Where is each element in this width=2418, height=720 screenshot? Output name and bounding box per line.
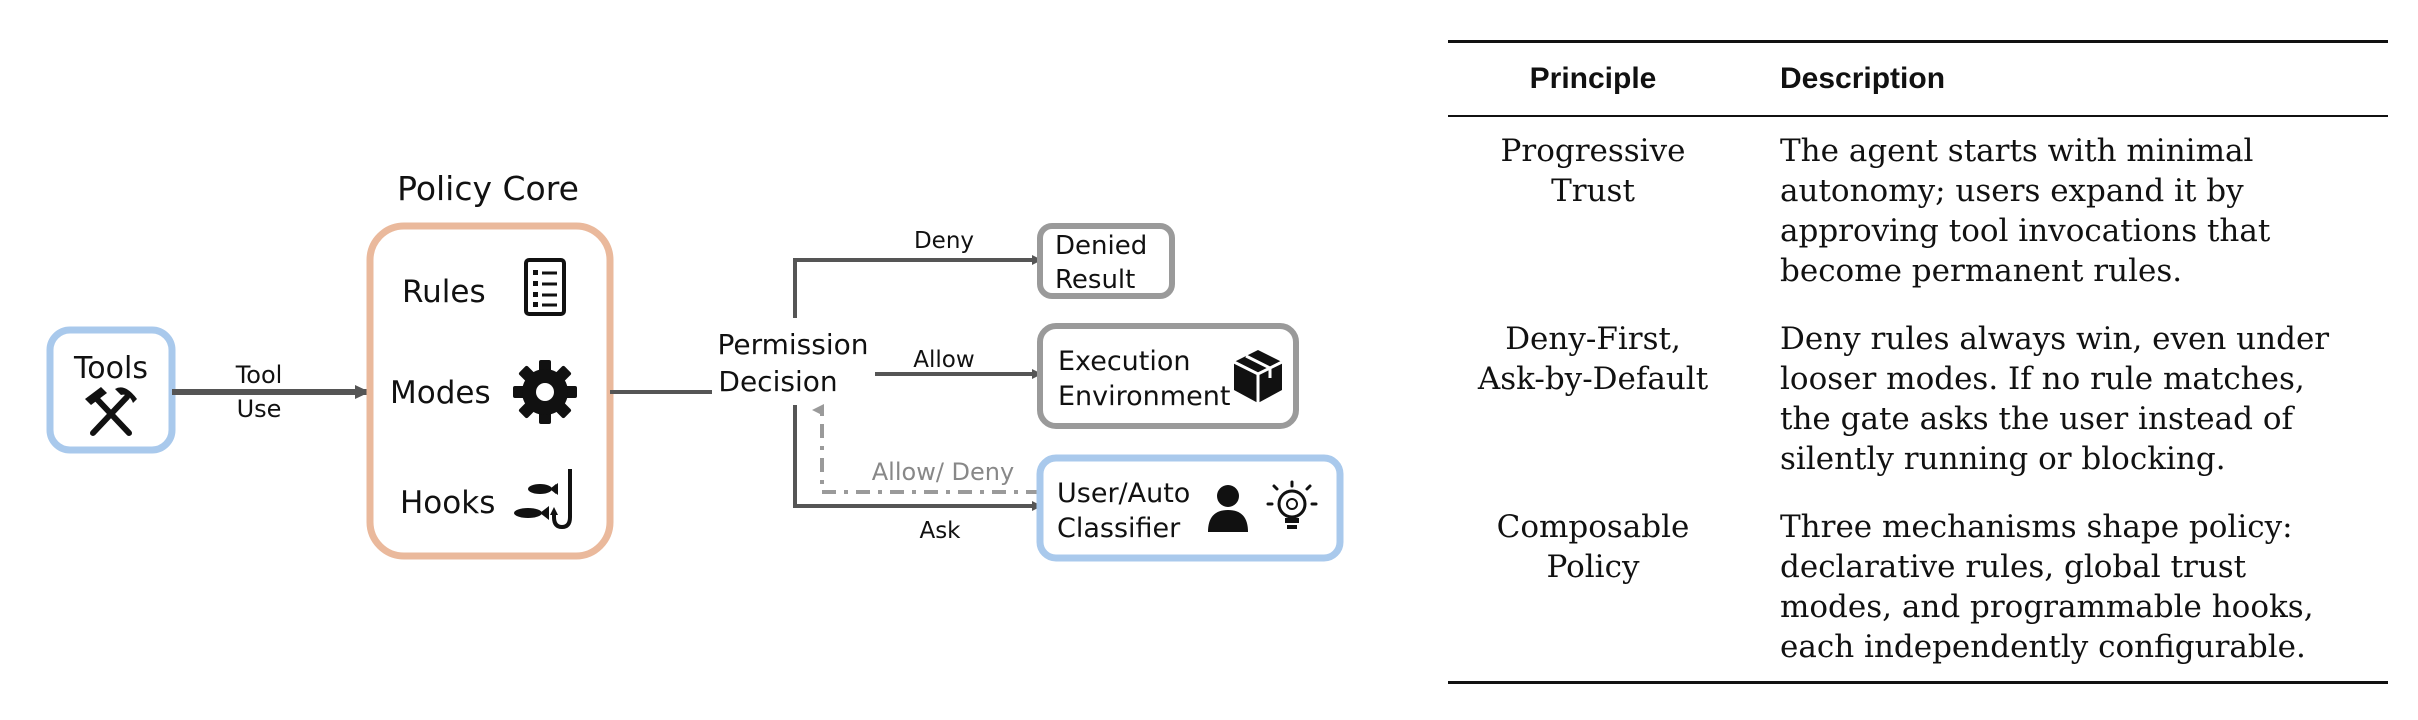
denied-label-1: Denied xyxy=(1055,231,1147,261)
tool-use-label-2: Use xyxy=(237,395,282,423)
principles-table: Principle Description Progressive Trust … xyxy=(1448,40,2388,684)
hooks-label: Hooks xyxy=(400,485,495,521)
ask-arrow xyxy=(793,405,1042,511)
exec-label-1: Execution xyxy=(1058,346,1191,377)
user-label-2: Classifier xyxy=(1057,513,1181,544)
deny-arrow xyxy=(793,255,1042,318)
person-icon xyxy=(1208,485,1248,532)
principle-cell: Progressive Trust xyxy=(1448,131,1738,291)
table-bottom-rule xyxy=(1448,681,2388,684)
package-box-icon xyxy=(1233,350,1283,403)
header-description: Description xyxy=(1780,62,1946,95)
tools-box xyxy=(46,326,176,454)
modes-label: Modes xyxy=(390,375,491,411)
checklist-icon xyxy=(524,258,566,316)
deny-label: Deny xyxy=(914,228,974,254)
user-label-1: User/Auto xyxy=(1057,478,1190,509)
execution-environment-box xyxy=(1037,323,1299,429)
principle-line: Deny-First, xyxy=(1505,321,1681,357)
tools-label: Tools xyxy=(73,351,148,386)
user-classifier-node: User/Auto Classifier xyxy=(1036,454,1344,562)
rules-label: Rules xyxy=(402,274,486,310)
principle-line: Trust xyxy=(1551,173,1635,209)
policy-core-title: Policy Core xyxy=(397,169,579,208)
exec-label-2: Environment xyxy=(1058,381,1230,412)
denied-result-box xyxy=(1037,223,1175,299)
denied-result-node: Denied Result xyxy=(1037,223,1175,299)
table-header-rule xyxy=(1448,115,2388,117)
description-cell: The agent starts with minimal autonomy; … xyxy=(1780,133,2271,289)
hammer-pick-icon xyxy=(85,387,137,436)
tools-node: Tools xyxy=(46,326,176,454)
principle-cell: Deny-First, Ask-by-Default xyxy=(1448,319,1738,479)
table-row: Composable Policy Three mechanisms shape… xyxy=(1448,507,2388,667)
principle-line: Composable xyxy=(1496,509,1690,545)
user-classifier-box xyxy=(1036,454,1344,562)
principle-cell: Composable Policy xyxy=(1448,507,1738,667)
feedback-arrow xyxy=(812,404,1040,494)
principle-line: Ask-by-Default xyxy=(1477,361,1709,397)
decision-label-1: Permission xyxy=(717,328,868,361)
table-body: Progressive Trust The agent starts with … xyxy=(1448,117,2388,681)
allow-label: Allow xyxy=(913,347,974,373)
tool-use-label-1: Tool xyxy=(235,361,283,389)
fish-hook-icon xyxy=(514,469,572,530)
description-cell: Three mechanisms shape policy: declarati… xyxy=(1780,509,2314,665)
table-row: Deny-First, Ask-by-Default Deny rules al… xyxy=(1448,319,2388,479)
policy-core-node: Rules Modes xyxy=(366,222,614,560)
principle-line: Policy xyxy=(1546,549,1640,585)
denied-label-2: Result xyxy=(1055,265,1135,295)
table-header: Principle Description xyxy=(1448,43,2388,115)
ask-label: Ask xyxy=(919,518,961,544)
principle-line: Progressive xyxy=(1500,133,1686,169)
execution-environment-node: Execution Environment xyxy=(1037,323,1299,429)
description-cell: Deny rules always win, even under looser… xyxy=(1780,321,2330,477)
feedback-label: Allow/ Deny xyxy=(872,458,1014,486)
permission-diagram: Tools Tool Use Policy Core Rules Modes xyxy=(46,169,1344,562)
gear-icon xyxy=(513,360,577,424)
table-row: Progressive Trust The agent starts with … xyxy=(1448,131,2388,291)
decision-label-2: Decision xyxy=(718,365,837,398)
header-principle: Principle xyxy=(1529,62,1657,95)
table-top-rule xyxy=(1448,40,2388,43)
lightbulb-icon xyxy=(1266,480,1318,529)
